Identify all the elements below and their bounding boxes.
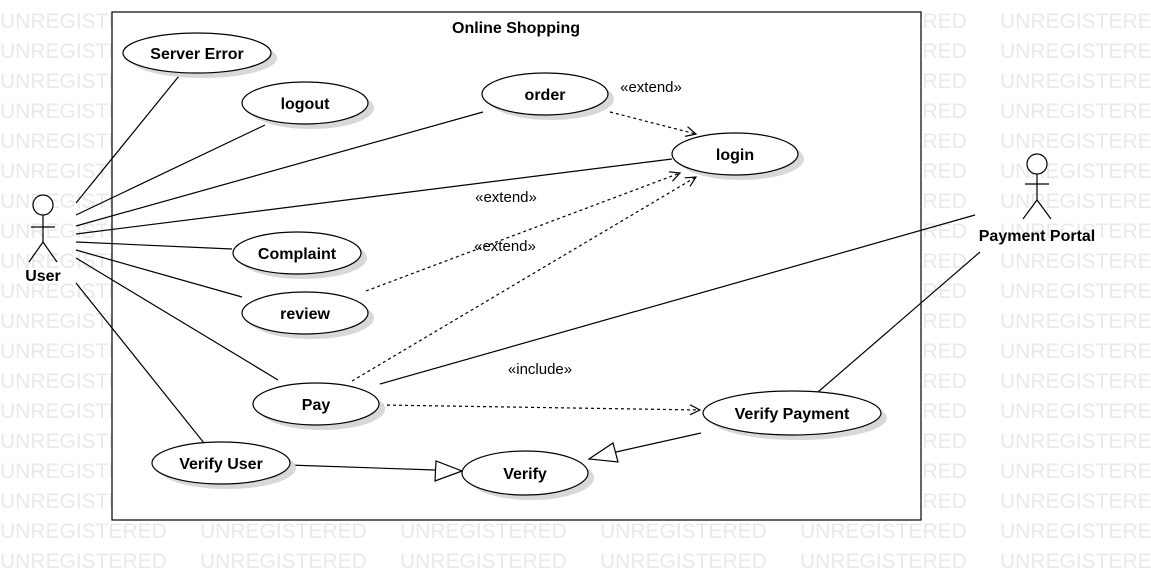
association-user-verify-user[interactable]: [75, 282, 205, 444]
dependency-pay-login[interactable]: [351, 177, 696, 382]
use-case-order[interactable]: order: [481, 72, 614, 120]
use-case-server-error-label: Server Error: [150, 46, 243, 63]
association-user-logout[interactable]: [75, 124, 266, 216]
watermark-text: UNREGISTERED: [1000, 370, 1151, 393]
association-user-server-error[interactable]: [75, 75, 180, 204]
use-case-order-label: order: [525, 87, 566, 104]
association-user-login[interactable]: [75, 158, 673, 235]
watermark-text: UNREGISTERED: [600, 520, 767, 543]
use-case-pay-label: Pay: [302, 397, 331, 414]
watermark-text: UNREGISTERED: [0, 550, 167, 571]
actor-user-label: User: [25, 268, 61, 285]
watermark-text: UNREGISTERED: [1000, 520, 1151, 543]
use-case-verify-label: Verify: [503, 466, 547, 483]
actor-payment-portal-label: Payment Portal: [979, 228, 1095, 245]
use-case-login[interactable]: login: [671, 132, 804, 180]
watermark-text: UNREGISTERED: [1000, 190, 1151, 213]
watermark-text: UNREGISTERED: [1000, 220, 1151, 243]
extend-label-review-login: «extend»: [474, 238, 536, 255]
watermark-text: UNREGISTERED: [800, 520, 967, 543]
generalization-verify-user-line: [287, 464, 436, 471]
use-case-logout-label: logout: [281, 96, 331, 113]
association-pay-payment-portal[interactable]: [379, 214, 976, 385]
extend-label-user-login: «extend»: [475, 189, 537, 206]
association-user-pay[interactable]: [75, 257, 279, 381]
use-case-review-label: review: [280, 306, 330, 323]
watermark-text: UNREGISTERED: [1000, 130, 1151, 153]
extend-label-order-login: «extend»: [620, 79, 682, 96]
watermark-text: UNREGISTERED: [1000, 430, 1151, 453]
watermark-text: UNREGISTERED: [1000, 160, 1151, 183]
include-label-pay-verify-payment: «include»: [508, 361, 572, 378]
use-case-verify[interactable]: Verify: [461, 450, 594, 500]
watermark-text: UNREGISTERED: [1000, 310, 1151, 333]
use-case-pay[interactable]: Pay: [252, 382, 385, 430]
generalization-verify-payment-arrowhead[interactable]: [587, 442, 619, 463]
actor-user-head: [32, 194, 54, 216]
actor-user[interactable]: [28, 194, 58, 263]
actor-user-right-leg: [42, 241, 58, 263]
use-case-verify-user-label: Verify User: [179, 456, 263, 473]
dependency-order-login[interactable]: [609, 111, 696, 134]
watermark-text: UNREGISTERED: [1000, 100, 1151, 123]
dependency-review-login[interactable]: [365, 173, 680, 292]
watermark-text: UNREGISTERED: [400, 520, 567, 543]
use-case-login-label: login: [716, 147, 754, 164]
association-user-order[interactable]: [75, 111, 484, 227]
watermark-text: UNREGISTERED: [1000, 550, 1151, 571]
generalization-verify-user-arrowhead[interactable]: [434, 460, 464, 482]
use-case-complaint-label: Complaint: [258, 246, 337, 263]
watermark-text: UNREGISTERED: [200, 550, 367, 571]
watermark-text: UNREGISTERED: [1000, 460, 1151, 483]
dependency-pay-verify-payment[interactable]: [380, 405, 700, 410]
use-case-review[interactable]: review: [241, 291, 374, 339]
actor-payment-portal-left-leg: [1022, 199, 1038, 220]
watermark-text: UNREGISTERED: [1000, 250, 1151, 273]
watermark-text: UNREGISTERED: [1000, 10, 1151, 33]
association-user-review[interactable]: [75, 249, 243, 298]
watermark-text: UNREGISTERED: [1000, 340, 1151, 363]
watermark-text: UNREGISTERED: [1000, 400, 1151, 423]
watermark-text: UNREGISTERED: [800, 550, 967, 571]
actor-payment-portal-right-leg: [1036, 199, 1052, 220]
use-case-server-error[interactable]: Server Error: [122, 32, 277, 78]
use-case-verify-payment-label: Verify Payment: [735, 406, 850, 423]
watermark-text: UNREGISTERED: [1000, 70, 1151, 93]
watermark-text: UNREGISTERED: [200, 520, 367, 543]
generalization-verify-payment-line: [615, 432, 702, 453]
actor-payment-portal[interactable]: [1022, 153, 1052, 220]
use-case-logout[interactable]: logout: [241, 81, 374, 129]
watermark-text: UNREGISTERED: [1000, 40, 1151, 63]
system-title: Online Shopping: [452, 20, 580, 37]
actor-payment-portal-head: [1026, 153, 1048, 175]
watermark-text: UNREGISTERED: [600, 550, 767, 571]
watermark-text: UNREGISTERED: [1000, 490, 1151, 513]
use-case-complaint[interactable]: Complaint: [232, 231, 367, 279]
watermark-text: UNREGISTERED: [400, 550, 567, 571]
use-case-verify-payment[interactable]: Verify Payment: [702, 390, 887, 440]
watermark-text: UNREGISTERED: [0, 520, 167, 543]
use-case-verify-user[interactable]: Verify User: [151, 441, 296, 489]
association-verify-payment-payment-portal[interactable]: [817, 251, 981, 393]
watermark-text: UNREGISTERED: [1000, 280, 1151, 303]
actor-user-left-leg: [28, 241, 44, 263]
association-user-complaint[interactable]: [75, 241, 233, 250]
user-associations: [75, 75, 673, 444]
